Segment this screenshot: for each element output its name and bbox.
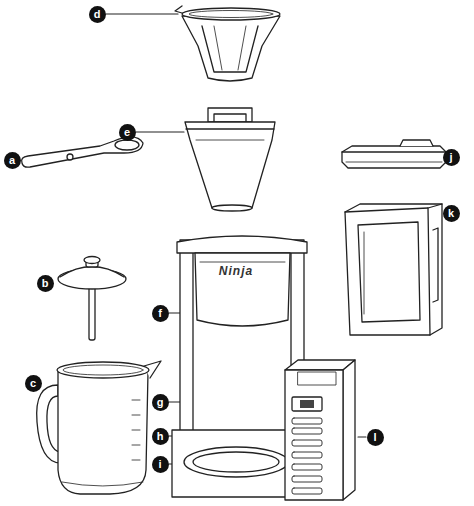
scoop — [22, 137, 143, 167]
callout-letter: i — [158, 459, 161, 470]
callout-letter: l — [373, 432, 376, 443]
callout-circle: e — [119, 124, 136, 141]
callout-letter: f — [158, 308, 162, 319]
callout-letter: b — [42, 278, 49, 289]
filter-basket — [175, 6, 280, 81]
brand-label: Ninja — [219, 265, 253, 277]
brew-basket — [185, 108, 275, 211]
callout-letter: g — [157, 397, 164, 408]
reservoir-lid — [342, 140, 446, 168]
callout-circle: c — [25, 375, 42, 392]
carafe — [37, 361, 161, 494]
callout-circle: j — [443, 149, 460, 166]
callout-letter: a — [9, 155, 15, 166]
callout-letter: j — [449, 152, 452, 163]
callout-circle: h — [152, 428, 169, 445]
callout-circle: g — [152, 394, 169, 411]
callout-letter: c — [30, 378, 36, 389]
carafe-lid — [58, 257, 126, 341]
water-reservoir — [345, 204, 442, 335]
callout-letter: e — [124, 127, 130, 138]
callout-circle: a — [4, 152, 21, 169]
callout-circle: k — [443, 205, 460, 222]
callout-letter: h — [157, 431, 164, 442]
warming-plate — [184, 447, 288, 477]
coffee-maker — [172, 236, 355, 500]
callout-circle: d — [89, 6, 106, 23]
callout-circle: l — [367, 429, 384, 446]
callout-circle: i — [152, 456, 169, 473]
callout-letter: k — [448, 208, 454, 219]
callout-circle: b — [37, 275, 54, 292]
callout-circle: f — [152, 305, 169, 322]
callout-letter: d — [94, 9, 101, 20]
brew-chamber — [195, 253, 290, 326]
